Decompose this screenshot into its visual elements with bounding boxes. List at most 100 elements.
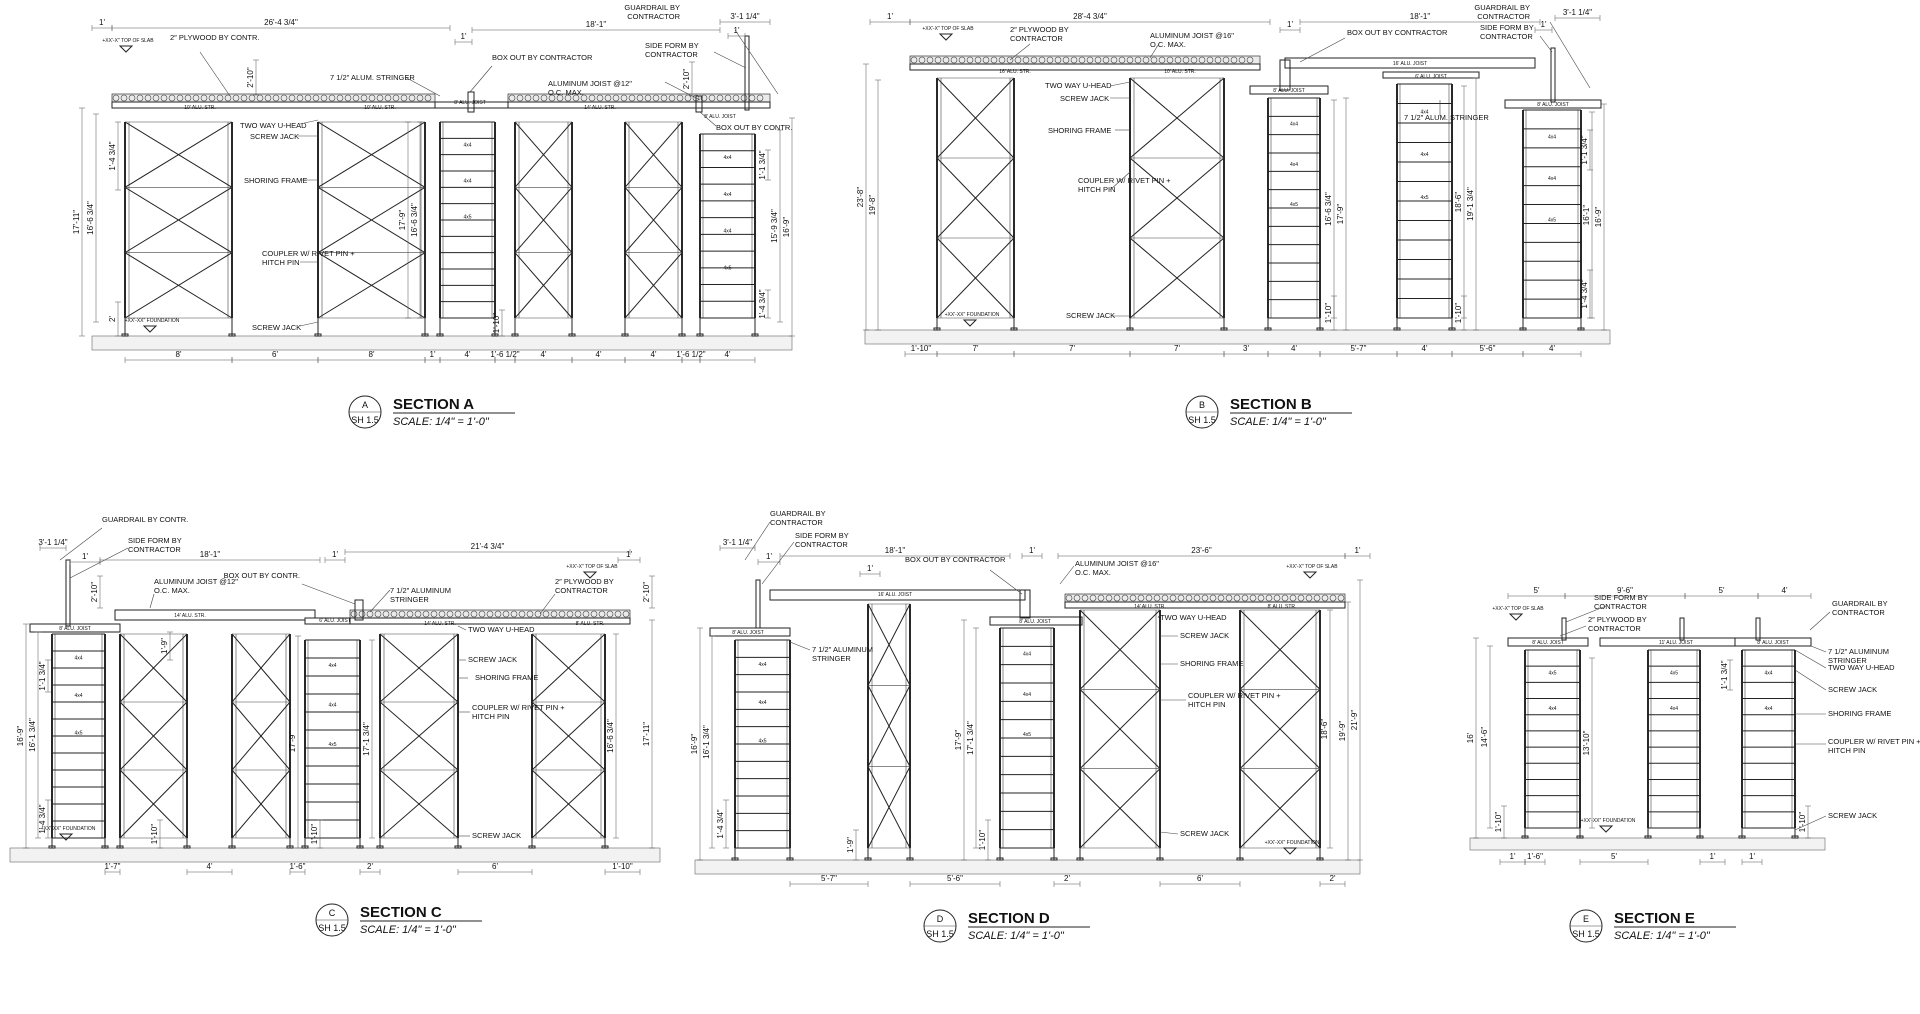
joist-section xyxy=(144,94,152,102)
joist-section xyxy=(1337,594,1345,602)
joist-section xyxy=(1305,594,1313,602)
joist-section xyxy=(540,94,548,102)
joist-section xyxy=(590,610,598,618)
joist-section xyxy=(288,94,296,102)
dimension-text: 9'-6" xyxy=(1617,586,1633,595)
dimension-text: 21'-4 3/4" xyxy=(471,542,505,551)
label-line: SCREW JACK xyxy=(250,132,299,141)
stringer-band xyxy=(349,617,631,625)
label-line: 7 1/2" ALUM. STRINGER xyxy=(1404,113,1489,122)
base-plate xyxy=(1738,835,1746,839)
cross-brace xyxy=(1239,609,1321,690)
joist-section xyxy=(1313,594,1321,602)
base-plate xyxy=(1316,327,1324,331)
leader-line xyxy=(699,111,717,127)
frame-size-label: 4x4 xyxy=(723,155,731,161)
joist-section xyxy=(622,610,630,618)
joist-section xyxy=(1097,594,1105,602)
joist-section xyxy=(1118,56,1126,64)
callout-coupler: COUPLER W/ RIVET PIN +HITCH PIN xyxy=(1188,691,1281,709)
joist-section xyxy=(934,56,942,64)
dimension-text: 1'-10" xyxy=(978,830,987,851)
callout-screw-jack: SCREW JACK xyxy=(1066,311,1115,320)
dimension-text: 2' xyxy=(1064,874,1070,883)
dimension-text: 1'-6" xyxy=(290,862,306,871)
label-line: 7 1/2" ALUMINUM xyxy=(1828,647,1889,656)
dimension-text: 4' xyxy=(1291,344,1297,353)
joist-section xyxy=(406,610,414,618)
frame-size-label: 4x4 xyxy=(1023,692,1031,698)
dimension-text: 16'-9" xyxy=(16,726,25,747)
joist-section xyxy=(1086,56,1094,64)
cross-brace xyxy=(867,685,911,767)
dimension-text: 1'-9" xyxy=(846,837,855,853)
foundation-slab xyxy=(9,847,661,863)
dimension-text: 16'-6 3/4" xyxy=(1324,192,1333,226)
label-line: BOX OUT BY CONTRACTOR xyxy=(492,53,593,62)
joist-section xyxy=(462,610,470,618)
dimension-text: 6' xyxy=(272,350,278,359)
base-plate xyxy=(1448,327,1456,331)
member-label: 8' ALU. JOIST xyxy=(1532,640,1564,646)
foundation-slab xyxy=(864,329,1611,345)
label-line: COUPLER W/ RIVET PIN + xyxy=(1828,737,1920,746)
joist-section xyxy=(1289,594,1297,602)
frame-size-label: 4x4 xyxy=(1023,652,1031,658)
leader-line xyxy=(761,541,795,585)
member-label: 8' ALU. JOIST xyxy=(59,626,91,632)
joist-section xyxy=(446,610,454,618)
dimension-text: 17'-11" xyxy=(72,210,81,234)
joist-section xyxy=(1257,594,1265,602)
dimension-text: 2' xyxy=(108,316,117,322)
callout-u-head: TWO WAY U-HEAD xyxy=(240,121,307,130)
cross-brace xyxy=(1079,768,1161,849)
label-line: COUPLER W/ RIVET PIN + xyxy=(1188,691,1281,700)
joist-section xyxy=(1209,594,1217,602)
dimension-text: 1'-6 1/2" xyxy=(676,350,705,359)
joist-section xyxy=(256,94,264,102)
dimension-text: 1' xyxy=(430,350,436,359)
joist-section xyxy=(1054,56,1062,64)
dimension-text: 18'-1" xyxy=(1410,12,1431,21)
callout-joist: ALUMINUM JOIST @16"O.C. MAX. xyxy=(1075,559,1159,577)
label-line: O.C. MAX. xyxy=(1075,568,1111,577)
base-plate xyxy=(1696,835,1704,839)
dimension-text: 3'-1 1/4" xyxy=(730,12,759,21)
joist-section xyxy=(280,94,288,102)
joist-section xyxy=(1089,594,1097,602)
side-form xyxy=(65,559,71,627)
joist-section xyxy=(312,94,320,102)
member-label: 8' ALU. JOIST xyxy=(732,630,764,636)
dimension-text: 2' xyxy=(367,862,373,871)
base-plate xyxy=(121,333,129,337)
base-plate xyxy=(696,333,704,337)
joist-section xyxy=(200,94,208,102)
callout-box-out-2: BOX OUT BY CONTR. xyxy=(716,123,792,132)
label-line: HITCH PIN xyxy=(472,712,510,721)
label-line: BOX OUT BY CONTRACTOR xyxy=(905,555,1006,564)
joist-section xyxy=(424,94,432,102)
dimension-text: 17'-9" xyxy=(1336,204,1345,225)
joist-section xyxy=(152,94,160,102)
dimension-text: 18'-6" xyxy=(1454,192,1463,213)
dimension-text: 17'-9" xyxy=(288,732,297,753)
frame-size-label: 4x4 xyxy=(758,700,766,706)
callout-coupler: COUPLER W/ RIVET PIN +HITCH PIN xyxy=(1078,176,1171,194)
dimension-text: 1'-1 3/4" xyxy=(38,661,47,690)
label-line: SCREW JACK xyxy=(472,831,521,840)
dimension-text: 16'-1 3/4" xyxy=(702,725,711,759)
base-plate xyxy=(1519,327,1527,331)
section-a: 10' ALU. STR.10' ALU. STR.14' ALU. STR.8… xyxy=(72,3,795,429)
dimension-text: 18'-1" xyxy=(586,20,607,29)
leader-line xyxy=(1159,831,1179,835)
frame-size-label: 4x4 xyxy=(463,178,471,184)
dimension-text: 1' xyxy=(1541,20,1547,29)
dimension-text: 1'-4 3/4" xyxy=(716,809,725,838)
leader-line xyxy=(199,51,231,97)
elevation-marker-icon xyxy=(118,45,134,53)
stringer-band xyxy=(1734,637,1812,647)
member-label: 16' ALU. JOIST xyxy=(878,592,912,598)
